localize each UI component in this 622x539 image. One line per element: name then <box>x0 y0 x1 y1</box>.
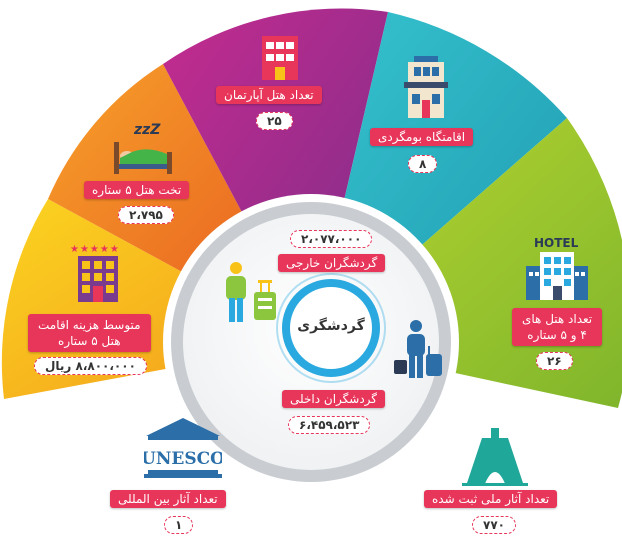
unesco-text: UNESCO <box>144 449 222 469</box>
hotels-4-5-value: ۲۶ <box>536 352 573 370</box>
azadi-tower-icon <box>462 428 528 486</box>
national-heritage-label: تعداد آثار ملی ثبت شده <box>424 490 558 508</box>
avg-cost-label-line1: متوسط هزینه اقامت <box>38 318 141 332</box>
five-star-hotel-icon <box>78 256 118 302</box>
five-star-beds-label: تخت هتل ۵ ستاره <box>84 181 190 199</box>
hotels-4-5-label-line2: ۴ و ۵ ستاره <box>527 328 587 342</box>
hotel-building-icon <box>526 252 588 300</box>
center-title: گردشگری <box>297 318 365 334</box>
intl-heritage-value: ۱ <box>164 516 194 534</box>
avg-cost-label-line2: هتل ۵ ستاره <box>58 334 121 348</box>
hotels-4-5-label: تعداد هتل های ۴ و ۵ ستاره <box>512 308 603 346</box>
apartment-building-icon <box>262 36 298 80</box>
apartment-hotels-label: تعداد هتل آپارتمان <box>216 86 322 104</box>
hotel-sign-icon: HOTEL <box>534 236 579 250</box>
hotels-4-5-label-line1: تعداد هتل های <box>522 312 593 326</box>
five-stars-icon: ★★★★★ <box>70 244 120 255</box>
five-star-beds-value: ۲،۷۹۵ <box>118 206 174 224</box>
national-heritage-value: ۷۷۰ <box>472 516 516 534</box>
ecolodges-label: اقامتگاه بومگردی <box>370 128 474 146</box>
avg-cost-value: ۸،۸۰۰،۰۰۰ ریال <box>34 357 147 375</box>
domestic-tourists-value: ۶،۴۵۹،۵۲۳ <box>288 416 371 434</box>
foreign-tourists-value: ۲،۰۷۷،۰۰۰ <box>290 230 373 248</box>
avg-cost-label: متوسط هزینه اقامت هتل ۵ ستاره <box>28 314 151 352</box>
unesco-logo-icon: UNESCO <box>144 418 222 478</box>
sleep-zzz-icon: zzZ <box>134 122 161 138</box>
ecolodges-value: ۸ <box>408 155 438 173</box>
ecolodge-house-icon <box>404 56 448 118</box>
intl-heritage-label: تعداد آثار بین المللی <box>110 490 226 508</box>
foreign-tourist-icon <box>226 262 276 322</box>
foreign-tourists-label: گردشگران خارجی <box>278 254 386 272</box>
apartment-hotels-value: ۲۵ <box>256 112 293 130</box>
bed-icon <box>114 142 172 174</box>
domestic-tourists-label: گردشگران داخلی <box>282 390 386 408</box>
domestic-tourist-icon <box>394 320 442 378</box>
